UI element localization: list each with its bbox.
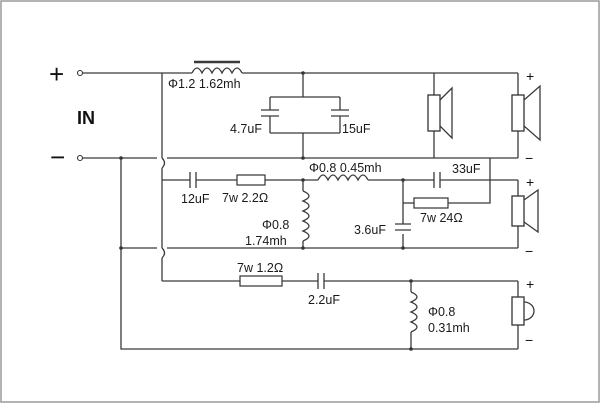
capacitor-bass-a [261, 109, 279, 117]
capacitor-mid-shunt [395, 223, 411, 231]
bass-speaker-2-magnet [511, 94, 525, 132]
inductor-tweeter-shunt [409, 291, 418, 333]
inductor-mid-shunt [301, 190, 310, 242]
tw-plus: + [526, 276, 534, 292]
capacitor-tweeter [317, 273, 325, 289]
resistor-mid-series [236, 174, 266, 186]
wire-bass-cap-box [269, 96, 341, 134]
junction-mid-ground-left [119, 246, 123, 250]
junction-tw-ground [409, 347, 413, 351]
wire-crossing-hop-1 [161, 157, 166, 169]
bass-speaker-1-cone [439, 86, 453, 140]
input-label: IN [77, 108, 95, 128]
label-r-mid-series: 7w 2.2Ω [222, 191, 268, 205]
label-l-bass-series: Φ1.2 1.62mh [168, 77, 241, 91]
junction-mid-ground-l [301, 246, 305, 250]
inductor-mid-series [317, 174, 369, 182]
label-c-tweeter: 2.2uF [308, 293, 340, 307]
label-l-mid-series: Φ0.8 0.45mh [309, 161, 382, 175]
label-c-mid-shunt: 3.6uF [354, 223, 386, 237]
mid-minus: − [525, 243, 533, 259]
label-c-mid-bypass: 33uF [452, 162, 481, 176]
tweeter-magnet [511, 296, 525, 326]
label-c-bass-a: 4.7uF [230, 122, 262, 136]
label-r-mid-shunt: 7w 24Ω [420, 211, 463, 225]
input-minus-terminal [76, 154, 84, 162]
wire-crossing-hop-2 [161, 247, 166, 259]
label-l-tweeter: Φ0.8 [428, 305, 455, 319]
wire-mid-r-shunt-b [448, 180, 491, 204]
tw-minus: − [525, 332, 533, 348]
inductor-bass-series [191, 67, 243, 75]
bass-plus: + [526, 68, 534, 84]
resistor-mid-shunt [413, 197, 449, 209]
label-c-mid-series: 12uF [181, 192, 210, 206]
bass-speaker-1-magnet [427, 94, 441, 132]
tweeter-dome [523, 301, 535, 321]
bass-minus: − [525, 150, 533, 166]
resistor-tweeter [239, 275, 283, 287]
label-l-mid-shunt: Φ0.8 [262, 218, 289, 232]
input-plus-terminal [76, 69, 84, 77]
bass-speaker-2-cone [523, 84, 541, 142]
label-c-bass-b: 15uF [342, 122, 371, 136]
capacitor-mid-bypass [433, 172, 441, 188]
capacitor-mid-series [189, 172, 197, 188]
label-r-tweeter: 7w 1.2Ω [237, 261, 283, 275]
mid-plus: + [526, 174, 534, 190]
label-l-mid-shunt-val: 1.74mh [245, 234, 287, 248]
capacitor-bass-b [331, 109, 349, 117]
input-minus-sign: − [50, 142, 65, 172]
junction-mid-ground-c [401, 246, 405, 250]
label-l-tweeter-val: 0.31mh [428, 321, 470, 335]
mid-speaker-cone [523, 188, 539, 234]
input-plus-sign: + [49, 59, 64, 89]
wire-minus-return [120, 158, 518, 350]
mid-speaker-magnet [511, 195, 525, 227]
